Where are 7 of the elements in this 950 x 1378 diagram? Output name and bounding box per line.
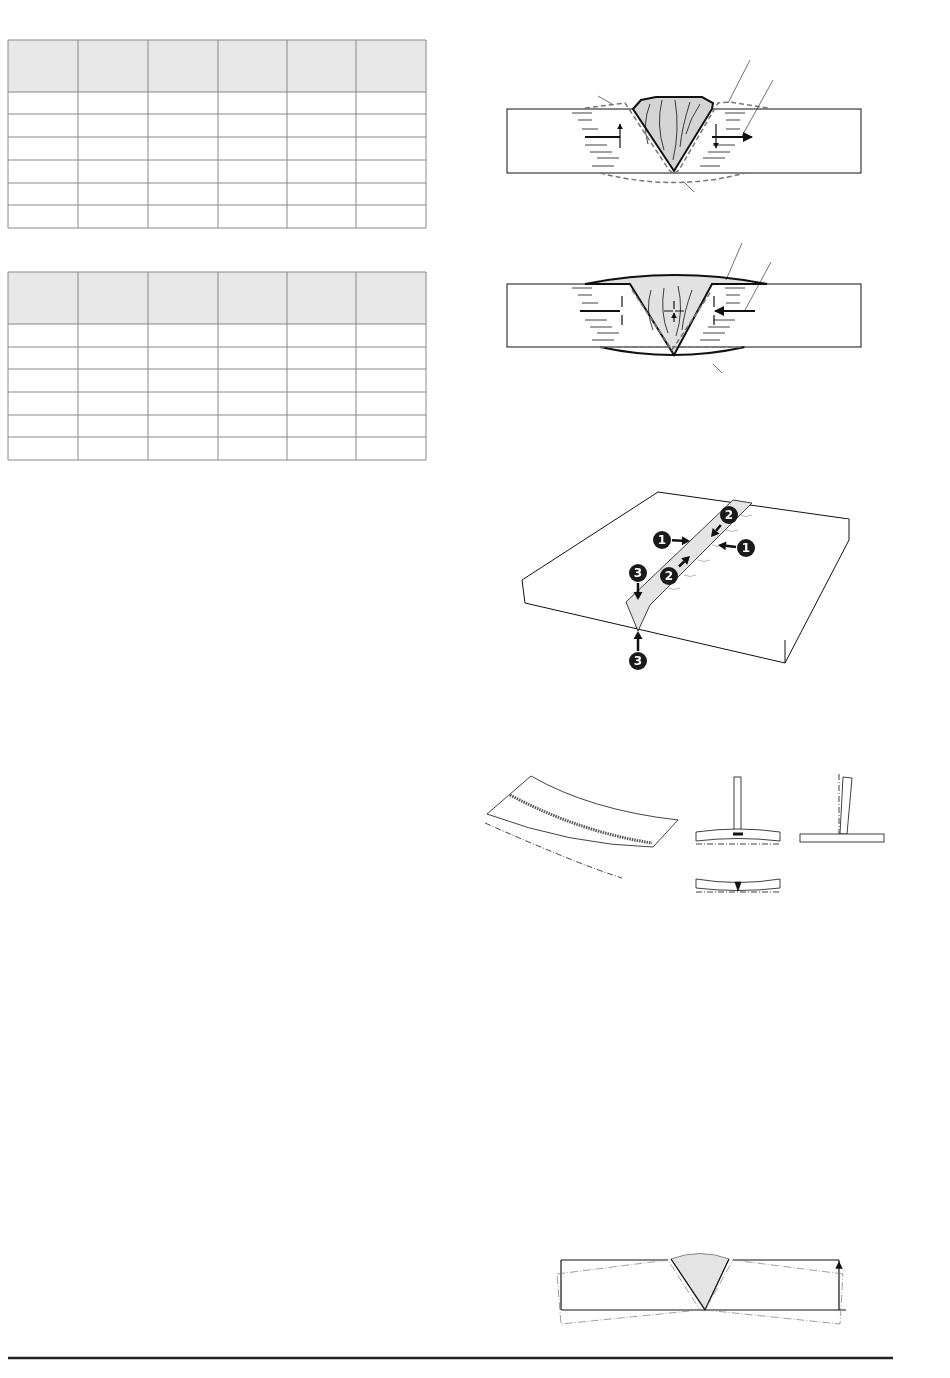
arrow xyxy=(678,556,690,568)
callout-number: 3 xyxy=(629,652,647,670)
arrow xyxy=(711,524,722,537)
arrow xyxy=(718,541,737,551)
arrow xyxy=(633,583,643,600)
arrow xyxy=(633,631,643,651)
arrow xyxy=(671,536,690,546)
